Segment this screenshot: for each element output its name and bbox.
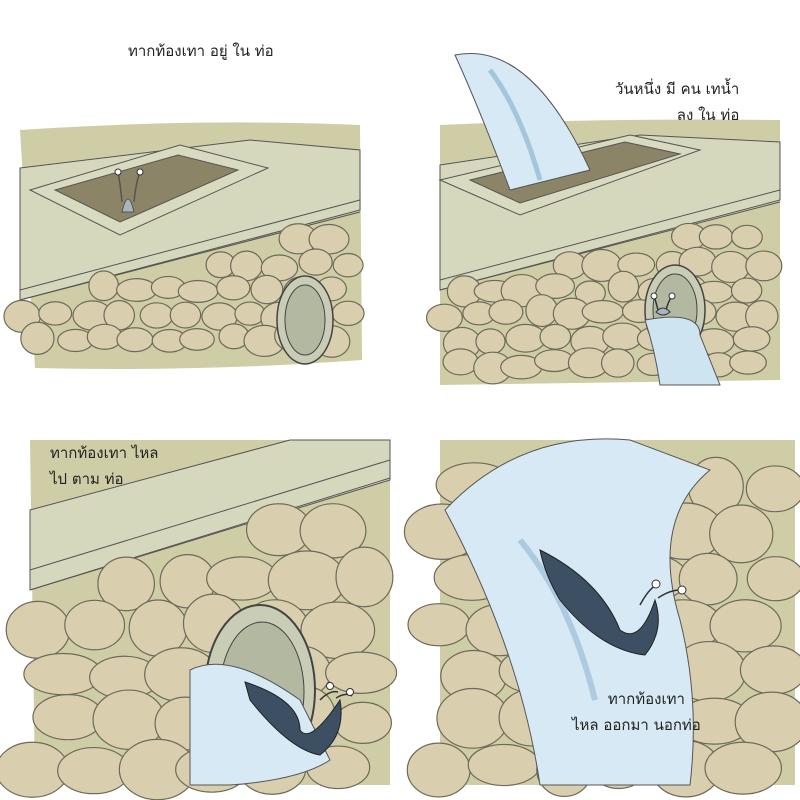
stone <box>709 504 774 564</box>
stone <box>234 301 266 326</box>
stone <box>729 350 767 375</box>
stone <box>298 248 333 276</box>
stone <box>746 556 800 602</box>
stone <box>335 546 394 608</box>
stone <box>467 743 541 787</box>
stone <box>709 599 782 653</box>
pipe-opening-icon <box>276 275 334 365</box>
caption: วันหนึ่ง มี คน เทน้ำ ลง ใน ท่อ <box>615 80 740 124</box>
stone <box>731 224 763 250</box>
water-stream-icon <box>189 663 331 786</box>
stone <box>177 279 219 303</box>
stone <box>600 348 635 378</box>
stone <box>488 299 524 325</box>
stone <box>139 302 174 329</box>
stone <box>704 741 783 795</box>
stone <box>299 503 367 559</box>
stone <box>436 687 509 749</box>
stone <box>730 277 763 304</box>
stone <box>64 599 126 651</box>
stone <box>534 349 574 373</box>
panel-4: ทากท้องเทา ไหล ออกมา นอกท่อ <box>400 400 800 800</box>
stone <box>179 327 215 351</box>
stone <box>535 273 576 299</box>
water-stream-icon <box>454 53 591 191</box>
stone <box>206 556 279 601</box>
panel-4-illustration <box>403 438 800 798</box>
water-stream-icon <box>644 316 721 386</box>
stone <box>88 270 120 302</box>
snail-icon <box>114 168 144 213</box>
snail-icon <box>244 681 354 756</box>
stone <box>602 322 643 351</box>
stone <box>505 323 547 353</box>
snail-icon <box>539 549 687 656</box>
stone <box>425 303 463 332</box>
stone <box>325 651 398 694</box>
caption: ทากท้องเทา ไหล ออกมา นอกท่อ <box>572 690 701 734</box>
panel-3-illustration <box>0 439 398 800</box>
stone <box>745 250 783 282</box>
stone <box>745 465 800 513</box>
snail-icon <box>650 292 676 316</box>
stone <box>617 252 656 277</box>
stone <box>475 328 506 355</box>
panel-2: วันหนึ่ง มี คน เทน้ำ ลง ใน ท่อ <box>400 0 800 400</box>
stone <box>525 294 559 328</box>
stone <box>250 274 284 305</box>
stone <box>5 600 71 659</box>
stone <box>38 301 73 326</box>
panel-3: ทากท้องเทา ไหล ไป ตาม ท่อ <box>0 400 400 800</box>
caption: ทากท้องเทา อยู่ ใน ท่อ <box>128 42 274 60</box>
stone <box>116 327 154 353</box>
stone <box>169 301 202 329</box>
stone <box>407 603 471 647</box>
stone <box>332 252 364 278</box>
stone <box>732 326 771 352</box>
stone <box>678 552 738 606</box>
panel-1: ทากท้องเทา อยู่ ใน ท่อ <box>0 0 400 400</box>
stone <box>216 275 251 301</box>
stone <box>442 348 479 376</box>
panel-2-illustration <box>425 53 783 386</box>
stone <box>333 701 393 744</box>
drain-grate-icon <box>28 144 270 236</box>
stone <box>539 323 572 350</box>
stone <box>97 556 156 612</box>
stone <box>20 321 55 356</box>
stone <box>406 742 471 798</box>
stone <box>331 300 365 327</box>
stone <box>581 299 624 324</box>
panel-1-illustration <box>3 122 365 369</box>
stone <box>607 270 640 303</box>
caption: ทากท้องเทา ไหล ไป ตาม ท่อ <box>50 444 159 488</box>
stone <box>115 278 158 302</box>
stone <box>698 224 734 250</box>
stone <box>739 645 800 695</box>
